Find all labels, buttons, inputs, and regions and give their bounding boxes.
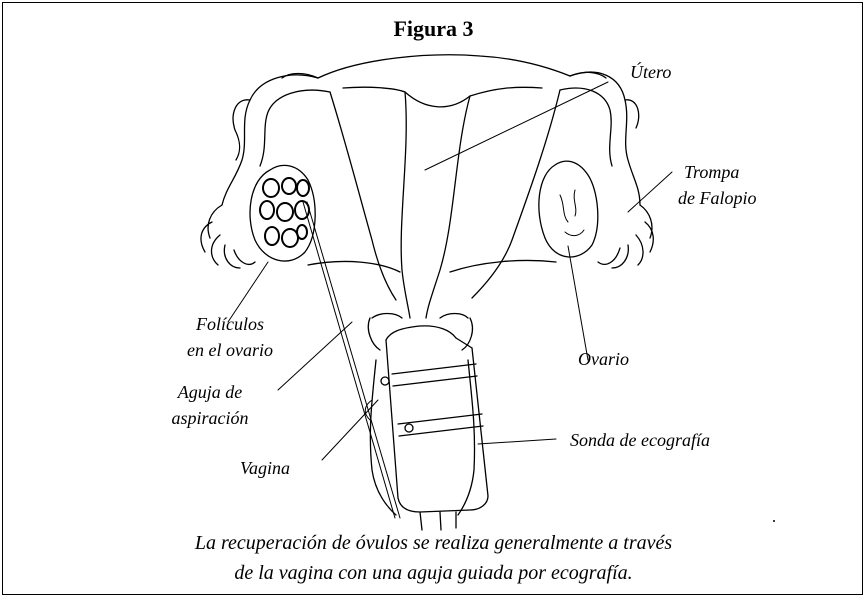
label-foliculos-line2: en el ovario [150, 338, 310, 362]
caption-line-1: La recuperación de óvulos se realiza gen… [0, 528, 867, 558]
label-trompa-line2: de Falopio [678, 186, 757, 210]
figure-caption: La recuperación de óvulos se realiza gen… [0, 528, 867, 588]
label-utero: Útero [630, 60, 671, 84]
cervix [372, 314, 468, 319]
follicles [260, 178, 309, 247]
uterus-outline [318, 55, 570, 78]
right-ovary [539, 161, 598, 257]
label-aguja-line2: aspiración [140, 406, 280, 430]
aspiration-needle [303, 202, 400, 518]
caption-line-2: de la vagina con una aguja guiada por ec… [0, 558, 867, 588]
ultrasound-probe [381, 326, 488, 530]
leader-lines [228, 82, 672, 460]
right-fallopian-tube [570, 72, 640, 205]
label-foliculos-line1: Folículos [150, 312, 310, 336]
label-trompa-line1: Trompa [684, 160, 739, 184]
label-vagina: Vagina [240, 456, 290, 480]
label-aguja-line1: Aguja de [140, 380, 280, 404]
label-ovario: Ovario [578, 347, 629, 371]
label-sonda: Sonda de ecografía [570, 428, 710, 452]
left-fallopian-tube [222, 75, 318, 205]
